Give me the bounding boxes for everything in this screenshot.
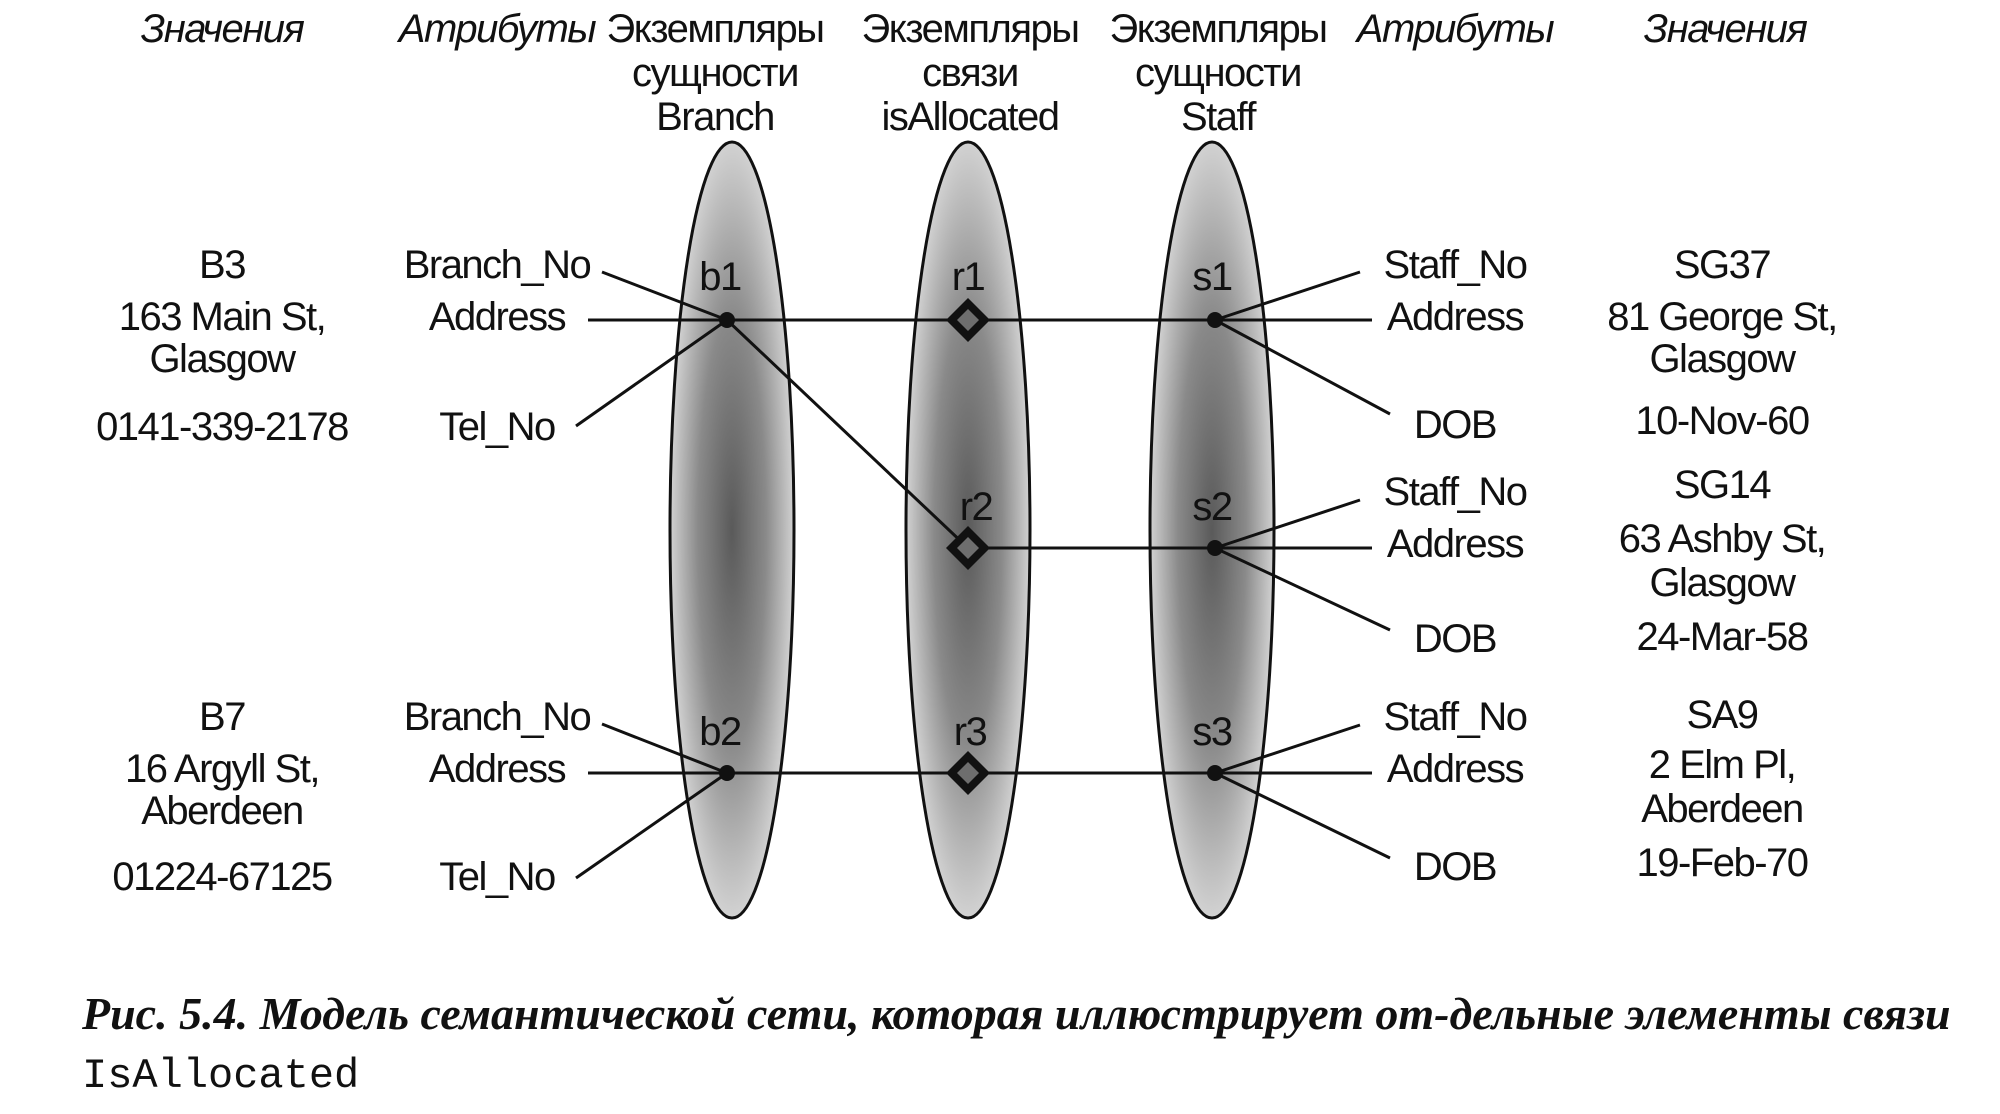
s3-value-address-line1: 2 Elm Pl, (1649, 743, 1796, 787)
header-values-left: Значения (141, 7, 305, 51)
header-attributes-right: Атрибуты (1355, 7, 1554, 51)
node-b2-label: b2 (699, 710, 741, 754)
branch-entity-set-ellipse (668, 140, 796, 920)
s2-attr-address: Address (1387, 522, 1524, 566)
node-r1-label: r1 (952, 255, 985, 299)
header-relationship-line3: isAllocated (882, 95, 1059, 139)
s3-attr-staff-no: Staff_No (1384, 695, 1527, 739)
b2-attr-tel-no: Tel_No (439, 855, 555, 899)
header-staff-line3: Staff (1181, 95, 1257, 139)
node-r1-diamond (946, 298, 990, 342)
diagram-canvas: Значения Атрибуты Экземпляры сущности Br… (96, 7, 1838, 920)
s1-value-staff-no: SG37 (1674, 243, 1771, 287)
node-s3-label: s3 (1192, 710, 1232, 754)
figure-caption-text: Рис. 5.4. Модель семантической сети, кот… (82, 988, 1951, 1039)
node-s3-dot (1207, 765, 1223, 781)
header-branch-line3: Branch (656, 95, 774, 139)
b2-attr-branch-no: Branch_No (404, 695, 591, 739)
s1-value-dob: 10-Nov-60 (1635, 399, 1809, 443)
header-values-right: Значения (1644, 7, 1808, 51)
header-attributes-left: Атрибуты (397, 7, 596, 51)
b1-attr-address: Address (429, 295, 566, 339)
node-b1-dot (719, 312, 735, 328)
b2-value-address-line1: 16 Argyll St, (125, 747, 319, 791)
header-relationship-line2: связи (922, 51, 1018, 95)
b1-attr-branch-no: Branch_No (404, 243, 591, 287)
s3-value-staff-no: SA9 (1686, 693, 1757, 737)
header-relationship-line1: Экземпляры (862, 7, 1079, 51)
s1-value-address-line1: 81 George St, (1607, 295, 1837, 339)
b2-value-branch-no: B7 (199, 695, 245, 739)
s3-attr-dob: DOB (1414, 845, 1496, 889)
node-r3-diamond (946, 751, 990, 795)
s2-value-staff-no: SG14 (1674, 463, 1772, 507)
node-s1-dot (1207, 312, 1223, 328)
header-staff-line1: Экземпляры (1110, 7, 1327, 51)
s2-value-address-line2: Glasgow (1649, 561, 1796, 605)
node-s1-label: s1 (1192, 255, 1232, 299)
b1-attr-tel-no: Tel_No (439, 405, 555, 449)
branch-attribute-lines (575, 270, 728, 880)
node-b2-dot (719, 765, 735, 781)
b1-value-address-line1: 163 Main St, (119, 295, 326, 339)
node-s2-label: s2 (1192, 485, 1232, 529)
node-r3-label: r3 (954, 710, 987, 754)
s1-attr-dob: DOB (1414, 403, 1496, 447)
staff-attribute-lines (1214, 270, 1391, 860)
header-branch-line1: Экземпляры (607, 7, 824, 51)
node-r2-diamond (946, 526, 990, 570)
b1-value-address-line2: Glasgow (149, 337, 296, 381)
b1-value-tel-no: 0141-339-2178 (96, 405, 348, 449)
header-staff-line2: сущности (1135, 51, 1301, 95)
s1-value-address-line2: Glasgow (1649, 337, 1796, 381)
link-b1-r2 (725, 318, 970, 550)
s2-value-address-line1: 63 Ashby St, (1619, 517, 1826, 561)
b2-value-address-line2: Aberdeen (141, 789, 302, 833)
s1-attr-staff-no: Staff_No (1384, 243, 1527, 287)
s2-attr-dob: DOB (1414, 617, 1496, 661)
b2-attr-address: Address (429, 747, 566, 791)
s3-value-dob: 19-Feb-70 (1636, 841, 1807, 885)
node-s2-dot (1207, 540, 1223, 556)
s3-value-address-line2: Aberdeen (1641, 787, 1802, 831)
node-b1-label: b1 (699, 255, 741, 299)
s2-value-dob: 24-Mar-58 (1636, 615, 1807, 659)
figure-caption-code: IsAllocated (82, 1052, 360, 1100)
node-r2-label: r2 (960, 485, 993, 529)
b1-value-branch-no: B3 (199, 243, 245, 287)
s1-attr-address: Address (1387, 295, 1524, 339)
s2-attr-staff-no: Staff_No (1384, 470, 1527, 514)
b2-value-tel-no: 01224-67125 (112, 855, 332, 899)
header-branch-line2: сущности (632, 51, 798, 95)
figure-caption: Рис. 5.4. Модель семантической сети, кот… (82, 985, 1962, 1105)
s3-attr-address: Address (1387, 747, 1524, 791)
